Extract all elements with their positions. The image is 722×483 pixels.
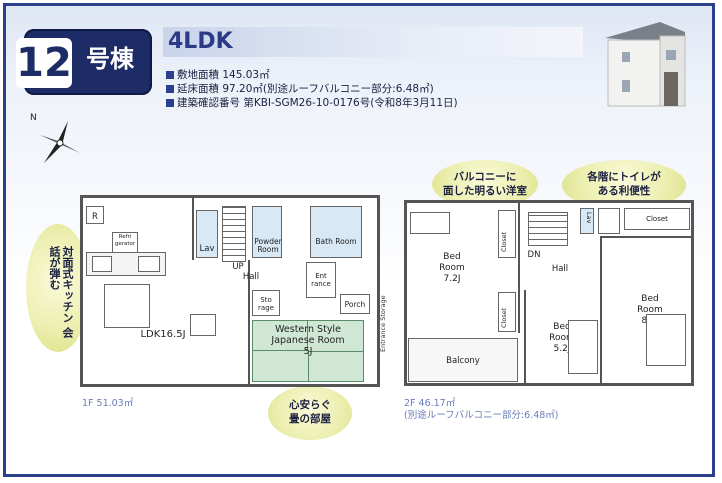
floor2-toilet [598,208,620,234]
tatami-mat [308,351,364,382]
title-band [163,27,583,57]
bubble-tatami [268,386,352,440]
japanese-room-label: Western Style Japanese Room 5J [271,324,345,357]
tatami-mat [252,320,308,351]
balcony-label: Balcony [446,356,480,366]
compass-label: N [30,113,37,123]
bubble-toilet-text: 各階にトイレがある利便性 [587,171,661,197]
floor1-area: 1F 51.03㎡ [82,398,134,409]
info-floor-area: 延床面積 97.20㎡(別途ルーフバルコニー部分:6.48㎡) [166,82,434,96]
bullet-square-icon [166,71,174,79]
bed1-furniture [410,212,450,234]
powder-room-label: Powder Room [254,237,282,254]
bubble-tatami-text: 心安らぐ畳の部屋 [289,399,331,425]
closet-2-label: Closet [500,307,508,328]
bubble-kitchen-text: 対面式キッチン 会話が弾む [48,246,74,338]
bullet-square-icon [166,99,174,107]
floor2-wall [524,290,526,384]
floor2-stairs [528,212,568,246]
floor2-lav [580,208,594,234]
floor2-hall-label: Hall [551,264,569,274]
plan-type: 4LDK [168,29,233,54]
bath-room [310,206,362,258]
floor2-roof-balcony-note: (別途ルーフバルコニー部分:6.48㎡) [404,410,559,421]
entrance-storage-label: Entrance Storage [379,295,387,352]
floor1-wall [192,198,194,260]
floor2-wall [600,236,602,384]
ldk-label: LDK16.5J [140,329,186,340]
porch [340,294,370,314]
bullet-square-icon [166,85,174,93]
entrance [306,262,336,298]
bed3-furniture [646,314,686,366]
stove-icon [92,256,112,272]
storage-label: Sto rage [258,296,274,312]
floor2-area: 2F 46.17㎡ [404,398,456,409]
floor2-dn-label: DN [527,250,541,260]
house-exterior-image [605,22,686,107]
floor1-r-mark: R [92,212,98,222]
closet-1-label: Closet [500,231,508,252]
bubble-balcony-room-text: バルコニーに面した明るい洋室 [443,171,527,197]
bed2-furniture [568,320,598,374]
floor1-lav-label: Lav [199,244,215,254]
floor1-stairs [222,206,246,262]
closet-2 [498,292,516,332]
info-site-area: 敷地面積 145.03㎡ [166,68,270,82]
sink-icon [138,256,160,272]
floor1-lav [196,210,218,258]
floor2-lav-label: Lav [585,212,593,224]
storage [252,290,280,316]
floor1-r-box [86,206,104,224]
balcony [408,338,518,382]
closet-3-label: Closet [646,215,668,223]
bath-room-label: Bath Room [315,237,357,246]
sofa [190,314,216,336]
porch-label: Porch [344,300,366,309]
compass-icon [40,121,80,163]
floor1-hall-label: Hall [242,272,260,282]
floor2-wall [518,203,520,333]
building-suffix: 号棟 [86,45,134,73]
dining-table [104,284,150,328]
info-permit: 建築確認番号 第KBI-SGM26-10-0176号(令和8年3月11日) [166,96,458,110]
building-number: 12 [16,38,72,88]
floor1-wall [248,260,250,384]
floor2-wall [602,236,692,238]
powder-room [252,206,282,258]
closet-3 [624,208,690,230]
entrance-label: Ent rance [311,272,331,288]
floor1-up-label: UP [232,262,244,272]
fridge-label: Refri gerator [114,234,136,247]
bubble-kitchen [26,224,90,352]
closet-1 [498,210,516,258]
